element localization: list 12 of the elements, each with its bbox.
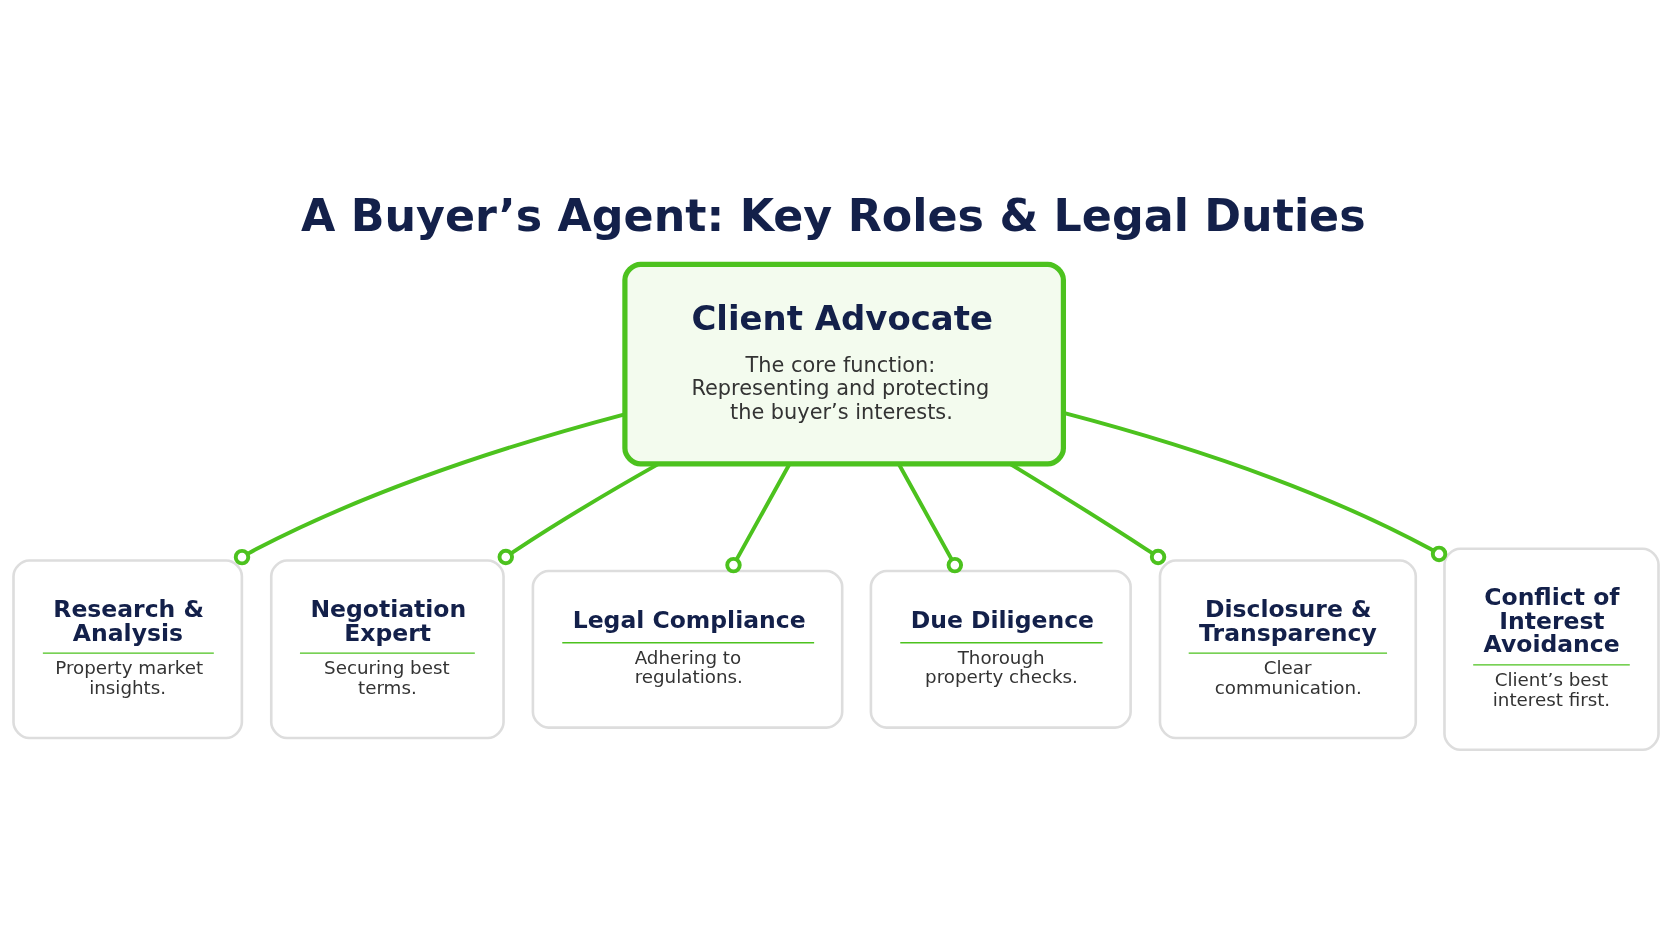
node-box: Due Diligence Thorough property checks. xyxy=(869,569,1132,729)
diagram-title: A Buyer’s Agent: Key Roles & Legal Duties xyxy=(300,189,1366,241)
node-box: Negotiation Expert Securing best terms. xyxy=(269,559,505,740)
connector xyxy=(897,463,964,574)
connector xyxy=(233,412,626,566)
connector xyxy=(725,463,792,574)
node-box: Disclosure & Transparency Clear communication. xyxy=(1158,559,1418,740)
node-box: Conflict of Interest Avoidance Client’s best interest first. xyxy=(1443,547,1660,752)
node-box: Client Advocate The core function: Representing and protecting the buyer’s interests. xyxy=(622,261,1066,467)
connector xyxy=(1063,410,1448,563)
node-box: Research & Analysis Property market insights. xyxy=(12,559,244,740)
node-box: Legal Compliance Adhering to regulations. xyxy=(531,569,844,729)
